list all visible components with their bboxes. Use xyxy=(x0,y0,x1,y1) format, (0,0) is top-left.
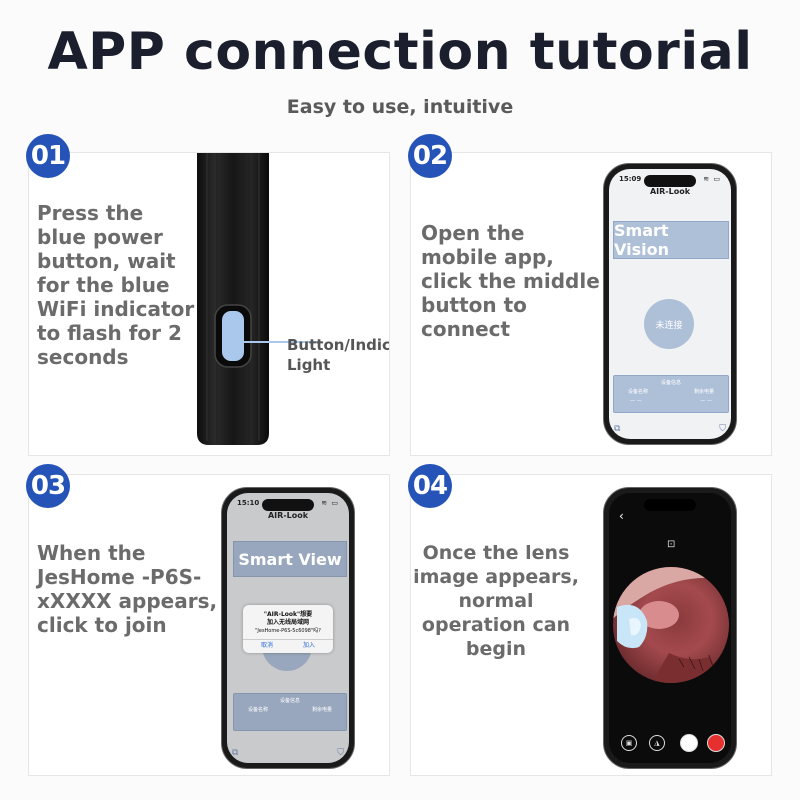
device-info-header: 设备信息 xyxy=(660,380,681,386)
device-name-label: 设备名称 xyxy=(248,707,269,713)
battery-label: 剩余电量 xyxy=(693,389,714,395)
phone-screen: 15:10 ≋ ▭ AIR-Look Smart View "AIR-Look"… xyxy=(227,493,349,763)
app-title: AIR-Look xyxy=(267,511,309,520)
phone-mockup-3: 15:10 ≋ ▭ AIR-Look Smart View "AIR-Look"… xyxy=(221,487,355,769)
device-info-header: 设备信息 xyxy=(279,698,300,704)
photo-icon[interactable]: ▣ xyxy=(621,735,637,751)
connect-button[interactable]: 未连接 xyxy=(644,299,694,349)
photo-icon[interactable]: ⧉ xyxy=(614,424,621,434)
device-info-box: 设备信息 设备名称 剩余电量 — — — — xyxy=(613,375,729,413)
dialog-line-1: "AIR-Look"想要 xyxy=(263,611,313,618)
battery-value: — — xyxy=(700,398,712,404)
back-chevron-icon[interactable]: ‹ xyxy=(619,509,624,523)
phone-mockup-2: 15:09 ≋ ▭ AIR-Look Smart Vision 未连接 设备信息… xyxy=(603,163,737,445)
device-name-value: — — xyxy=(630,398,642,404)
lens-image xyxy=(613,567,729,683)
dynamic-island xyxy=(644,175,696,187)
photo-icon[interactable]: ⧉ xyxy=(232,748,239,758)
step-3-text: When the JesHome -P6S-xXXXX appears, cli… xyxy=(37,541,218,637)
dialog-divider xyxy=(243,639,333,640)
step-panel-4: Once the lens image appears, normal oper… xyxy=(410,474,772,776)
shield-icon[interactable]: ⛉ xyxy=(719,424,726,434)
page-title: APP connection tutorial xyxy=(47,22,753,82)
mirror-icon[interactable]: ◮ xyxy=(649,735,665,751)
step-4-text: Once the lens image appears, normal oper… xyxy=(413,542,579,660)
smart-view-banner: Smart View xyxy=(233,541,347,577)
dialog-line-3: "JesHome-P6S-5c6098"吗? xyxy=(255,628,321,634)
step-badge-1: 01 xyxy=(26,134,70,178)
wifi-icon: ≋ xyxy=(321,499,329,507)
dynamic-island xyxy=(644,499,696,511)
battery-icon: ▭ xyxy=(713,175,721,183)
lock-icon[interactable]: ⊡ xyxy=(667,539,676,550)
record-icon[interactable] xyxy=(707,734,725,752)
join-button[interactable]: 加入 xyxy=(302,642,315,649)
step-1-callout: Button/Indicator Light xyxy=(287,336,390,374)
phone-screen: 15:09 ≋ ▭ AIR-Look Smart Vision 未连接 设备信息… xyxy=(609,169,731,439)
status-time: 15:10 xyxy=(237,499,260,507)
battery-label: 剩余电量 xyxy=(311,707,332,713)
app-title: AIR-Look xyxy=(649,187,691,196)
step-1-text: Press the blue power button, wait for th… xyxy=(37,201,195,369)
wifi-join-dialog: "AIR-Look"想要 加入无线局域网 "JesHome-P6S-5c6098… xyxy=(243,605,333,653)
device-info-box: 设备信息 设备名称 剩余电量 xyxy=(233,693,347,731)
phone-mockup-4: ‹ ⊡ xyxy=(603,487,737,769)
step-panel-2: Open the mobile app, click the middle bu… xyxy=(410,152,772,456)
wifi-icon: ≋ xyxy=(703,175,711,183)
step-badge-4: 04 xyxy=(408,464,452,508)
step-badge-2: 02 xyxy=(408,134,452,178)
callout-line xyxy=(242,341,322,343)
device-name-label: 设备名称 xyxy=(628,389,649,395)
step-2-text: Open the mobile app, click the middle bu… xyxy=(421,221,600,341)
smart-vision-banner: Smart Vision xyxy=(613,221,729,259)
dynamic-island xyxy=(262,499,314,511)
dialog-line-2: 加入无线局域网 xyxy=(266,619,309,626)
phone-screen: ‹ ⊡ xyxy=(609,493,731,763)
shutter-icon[interactable] xyxy=(680,734,698,752)
status-icons: ≋ ▭ xyxy=(703,175,721,183)
cancel-button[interactable]: 取消 xyxy=(261,642,274,649)
step-badge-3: 03 xyxy=(26,464,70,508)
dialog-message: "AIR-Look"想要 加入无线局域网 "JesHome-P6S-5c6098… xyxy=(243,611,333,635)
battery-icon: ▭ xyxy=(331,499,339,507)
status-time: 15:09 xyxy=(619,175,642,183)
status-icons: ≋ ▭ xyxy=(321,499,339,507)
step-panel-3: When the JesHome -P6S-xXXXX appears, cli… xyxy=(28,474,390,776)
device-handle xyxy=(197,153,269,445)
shield-icon[interactable]: ⛉ xyxy=(337,748,344,758)
page-subtitle: Easy to use, intuitive xyxy=(286,96,514,118)
step-panel-1: Press the blue power button, wait for th… xyxy=(28,152,390,456)
